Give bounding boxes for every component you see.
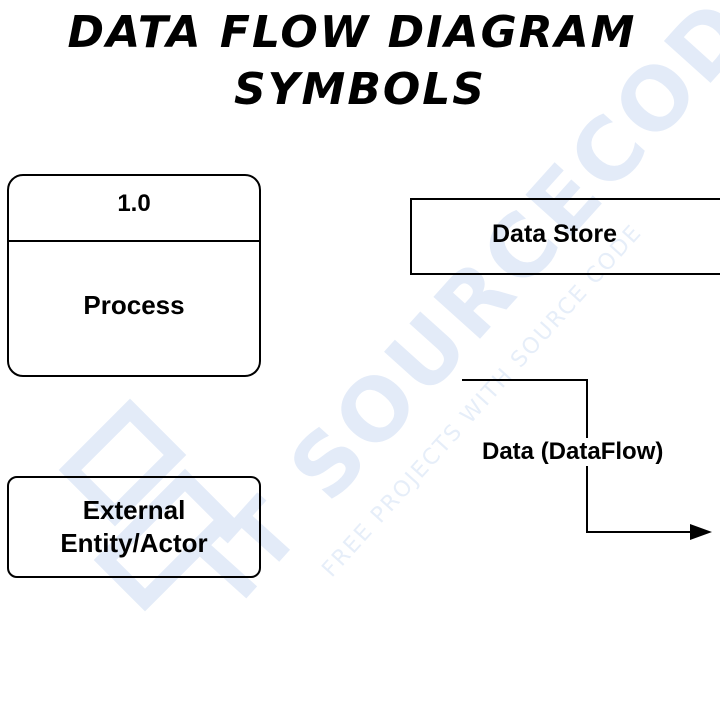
external-entity-label-line-2: Entity/Actor — [60, 528, 208, 558]
process-number: 1.0 — [117, 190, 151, 217]
external-entity-symbol: External Entity/Actor — [7, 476, 261, 578]
arrowhead-icon — [690, 524, 712, 540]
process-symbol: 1.0 Process — [7, 174, 261, 377]
process-label: Process — [83, 290, 185, 320]
diagram-title-line-2: SYMBOLS — [233, 64, 486, 115]
data-store-label: Data Store — [492, 220, 618, 248]
external-entity-label-line-1: External — [82, 495, 186, 525]
diagram-title-line-1: DATA FLOW DIAGRAM — [67, 7, 637, 58]
data-flow-label: Data (DataFlow) — [480, 438, 666, 466]
data-store-symbol: Data Store — [410, 198, 720, 275]
process-divider — [9, 240, 259, 242]
